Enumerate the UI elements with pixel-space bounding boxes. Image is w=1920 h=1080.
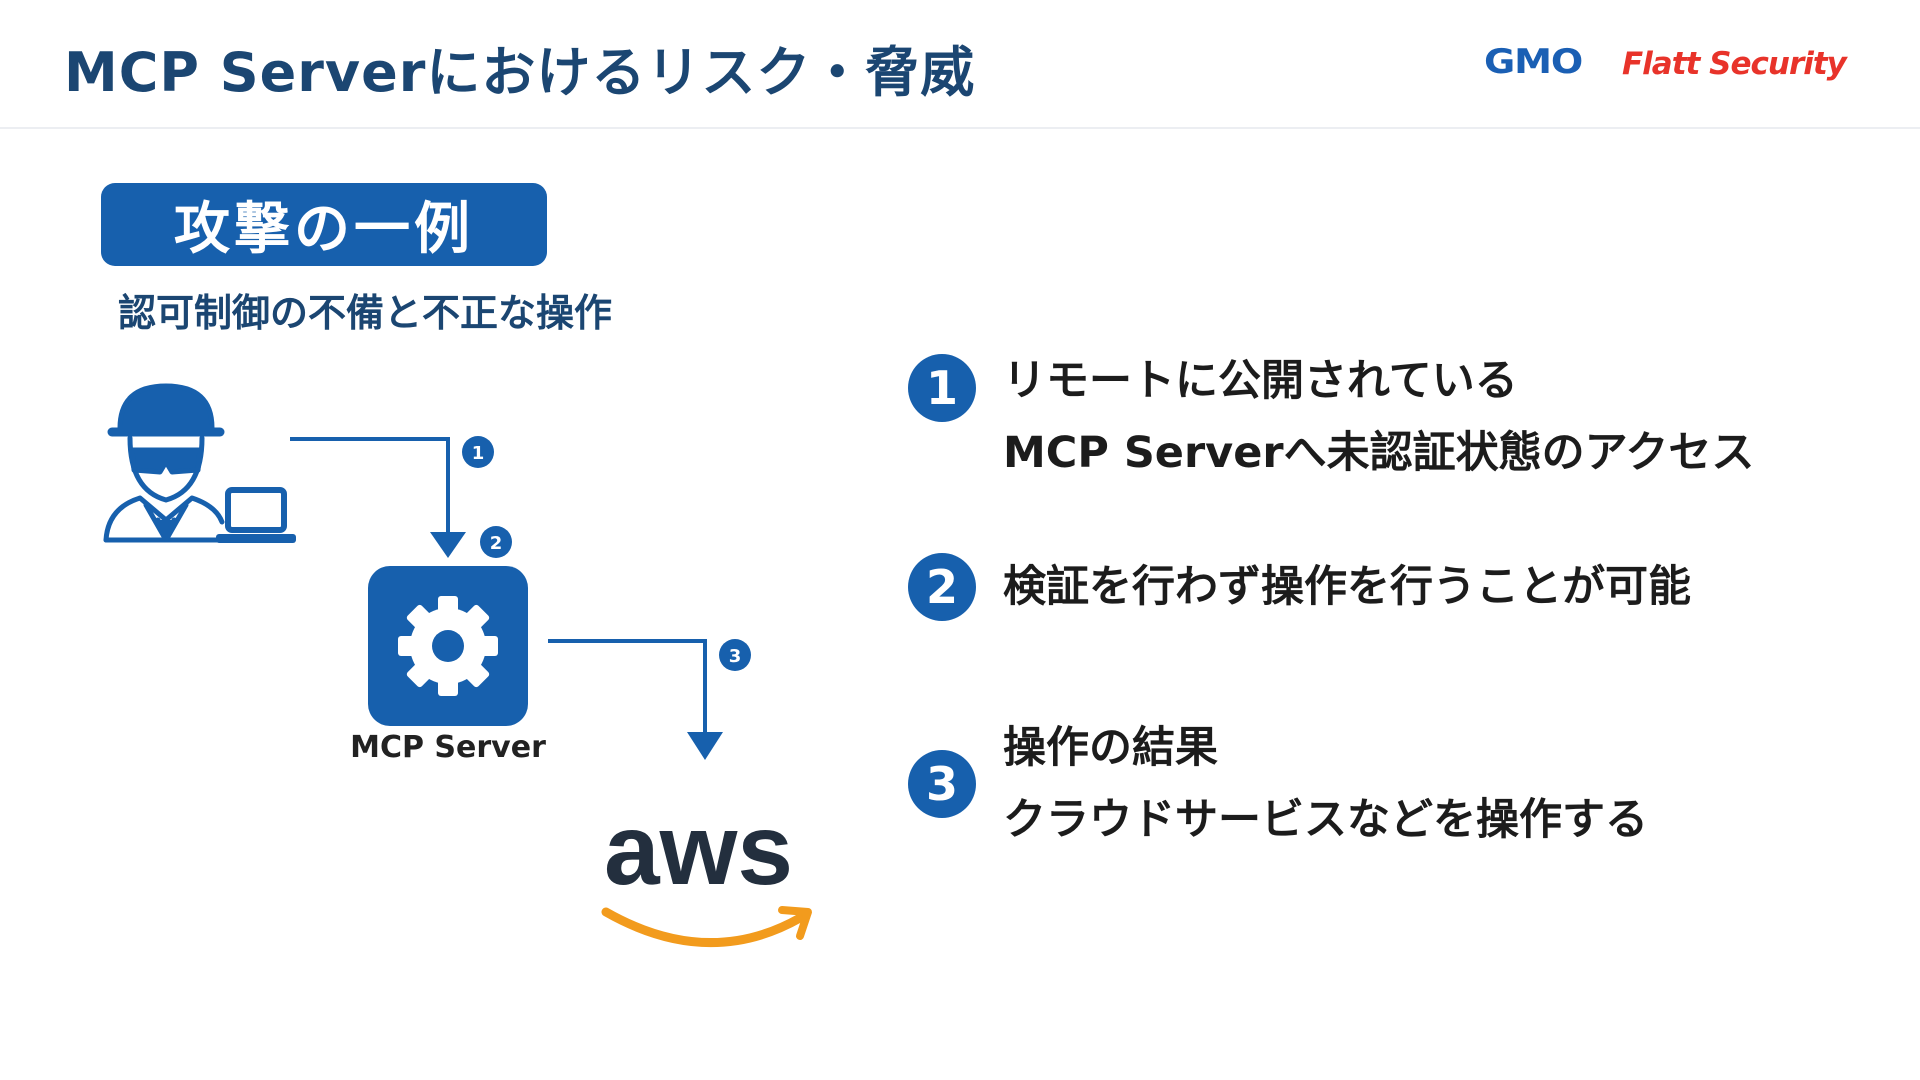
attack-example-badge: 攻撃の一例	[101, 183, 547, 266]
mcp-server-label: MCP Server	[350, 730, 546, 765]
step-1-number: 1	[908, 354, 976, 422]
arrow-server-to-aws	[548, 639, 723, 760]
step-2-line-1: 検証を行わず操作を行うことが可能	[1003, 562, 1691, 612]
aws-logo-text: aws	[604, 794, 794, 906]
marker-2: 2	[480, 526, 512, 558]
marker-3: 3	[719, 639, 751, 671]
arrow-attacker-to-server	[290, 437, 466, 558]
step-3-line-1: 操作の結果	[1003, 723, 1218, 773]
logo-flatt-security: Flatt Security	[1622, 46, 1847, 82]
step-1-line-2: MCP Serverへ未認証状態のアクセス	[1003, 428, 1755, 478]
svg-text:3: 3	[729, 646, 742, 667]
step-3-line-2: クラウドサービスなどを操作する	[1003, 795, 1648, 845]
step-2-text: 検証を行わず操作を行うことが可能	[1003, 551, 1691, 623]
mcp-server-icon	[368, 566, 528, 726]
section-subtitle: 認可制御の不備と不正な操作	[118, 291, 613, 335]
gear-icon	[398, 596, 498, 696]
logo-gmo: GMO	[1484, 42, 1583, 82]
svg-text:1: 1	[472, 443, 485, 464]
page-title: MCP Serverにおけるリスク・脅威	[64, 41, 976, 104]
header: MCP Serverにおけるリスク・脅威 GMO Flatt Security	[0, 0, 1920, 129]
svg-text:2: 2	[490, 533, 503, 554]
step-3-text: 操作の結果 クラウドサービスなどを操作する	[1003, 712, 1648, 856]
laptop-icon	[216, 487, 296, 543]
attacker-icon	[103, 383, 225, 543]
aws-smile-icon	[601, 906, 812, 948]
company-logo: GMO Flatt Security	[1484, 42, 1858, 90]
step-1-text: リモートに公開されている MCP Serverへ未認証状態のアクセス	[1003, 345, 1754, 489]
step-1-line-1: リモートに公開されている	[1003, 356, 1518, 406]
step-3-number: 3	[908, 750, 976, 818]
badge-label: 攻撃の一例	[174, 197, 474, 262]
step-2-number: 2	[908, 553, 976, 621]
marker-1: 1	[462, 436, 494, 468]
